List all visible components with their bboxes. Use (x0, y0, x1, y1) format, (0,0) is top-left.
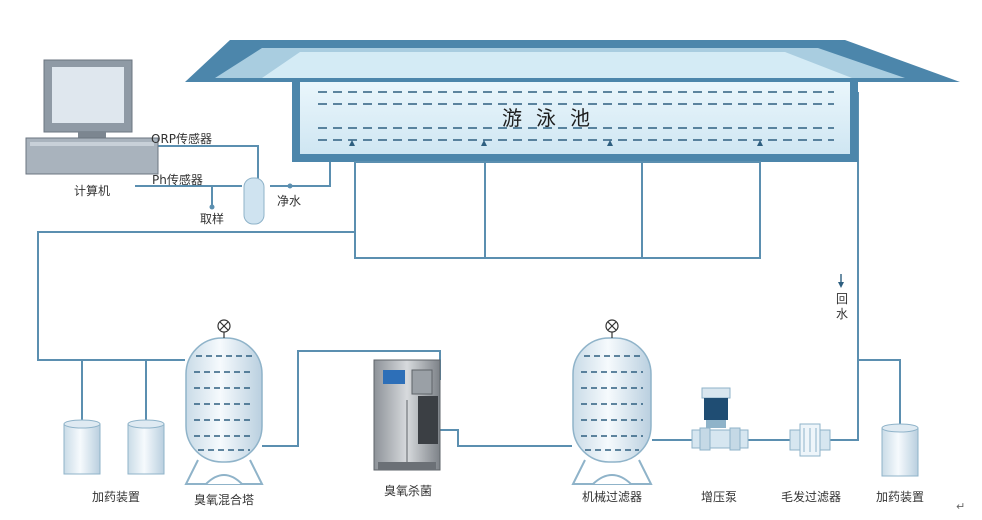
dosing-unit-left-icon (63, 419, 165, 475)
computer-label: 计算机 (73, 184, 111, 198)
hair-filter-icon (789, 423, 831, 457)
return-arrow-icon (838, 274, 844, 288)
ozone-sterilizer-label: 臭氧杀菌 (383, 484, 433, 498)
ozone-mixing-tower-icon (184, 319, 264, 485)
pool-label: 游泳池 (502, 106, 604, 130)
corner-mark: ↵ (956, 500, 966, 513)
computer-icon (25, 59, 159, 175)
dosing-left-label: 加药装置 (91, 490, 141, 504)
ph-sensor-label: Ph传感器 (152, 173, 203, 187)
mechanical-filter-icon (571, 319, 653, 485)
dosing-right-label: 加药装置 (875, 490, 925, 504)
return-water-label: 回水 (835, 292, 848, 321)
sensor-probe-icon (209, 177, 293, 225)
ozone-mixer-label: 臭氧混合塔 (193, 493, 255, 507)
booster-pump-label: 增压泵 (700, 490, 738, 504)
sampling-label: 取样 (200, 212, 225, 226)
dosing-unit-right-icon (881, 423, 919, 477)
booster-pump-icon (691, 387, 749, 451)
hair-filter-label: 毛发过滤器 (780, 490, 842, 504)
ozone-sterilizer-cabinet-icon (373, 359, 441, 471)
clean-water-label: 净水 (277, 194, 302, 208)
orp-sensor-label: ORP传感器 (151, 132, 213, 146)
swimming-pool (185, 40, 960, 259)
mechanical-filter-label: 机械过滤器 (581, 490, 643, 504)
